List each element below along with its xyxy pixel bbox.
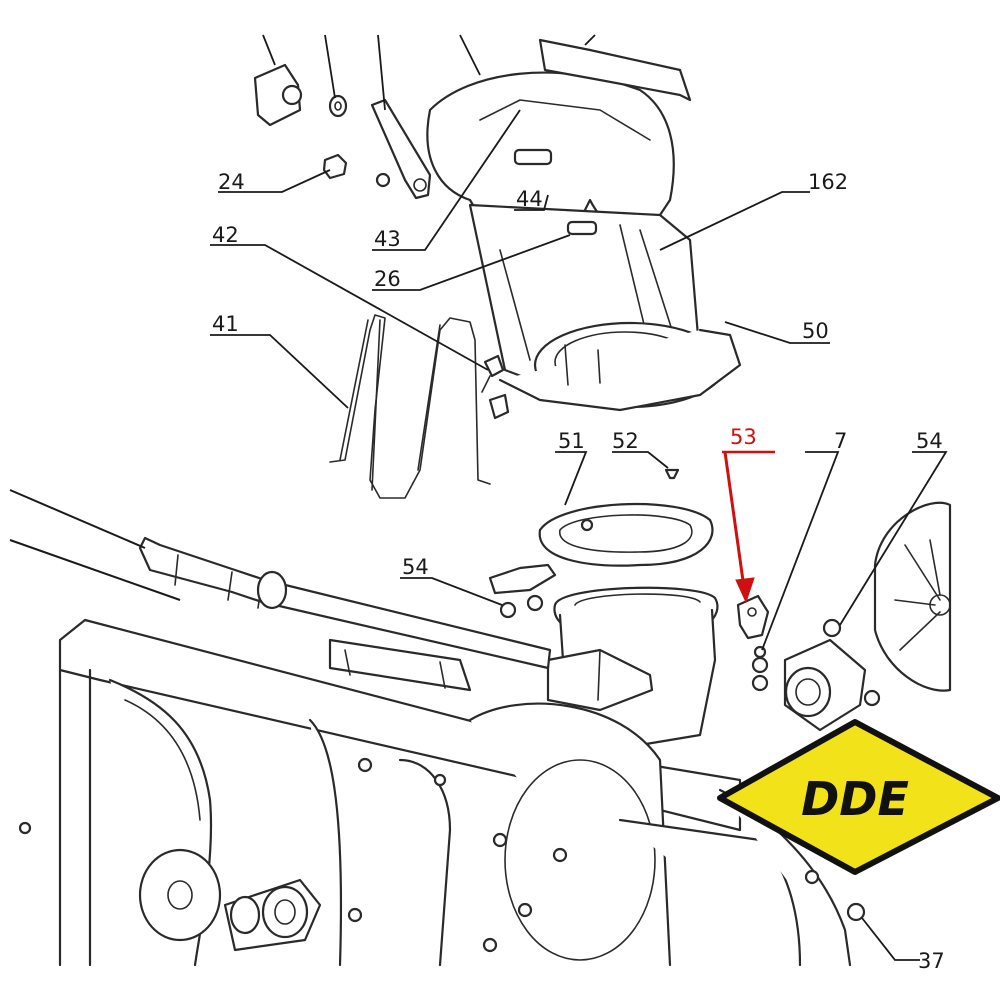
washer-part (328, 94, 348, 118)
bearing-flange (783, 638, 881, 732)
bolt-37 (804, 869, 866, 922)
bracket-part (253, 63, 303, 127)
callout-51: 51 (558, 429, 585, 453)
auger-hub-left (138, 848, 322, 952)
callout-52: 52 (612, 429, 639, 453)
spring-part-42 (481, 354, 505, 393)
callout-41: 41 (212, 312, 239, 336)
dde-logo: DDE (717, 719, 1000, 875)
clip-part-53 (736, 594, 770, 640)
screw-52 (664, 468, 680, 480)
highlight-53-pointer (722, 450, 775, 604)
nuts-7 (751, 645, 769, 692)
chute-base (546, 586, 719, 747)
nut-part-24 (322, 153, 348, 180)
leader-lines (210, 34, 948, 961)
nut-54-right (822, 618, 842, 638)
auger-housing (58, 618, 852, 967)
nuts-54-left (488, 563, 557, 619)
impeller (873, 501, 952, 692)
callout-54-right: 54 (916, 429, 943, 453)
callout-50: 50 (802, 319, 829, 343)
callout-7: 7 (834, 429, 847, 453)
auger-shaft (138, 536, 552, 670)
callout-37: 37 (918, 949, 945, 973)
lever-part-43 (370, 98, 432, 200)
callout-24: 24 (218, 170, 245, 194)
callout-43: 43 (374, 227, 401, 251)
callout-42: 42 (212, 223, 239, 247)
callout-53: 53 (730, 425, 757, 449)
gasket-51 (538, 502, 714, 567)
callout-162: 162 (808, 170, 848, 194)
callout-26: 26 (374, 267, 401, 291)
callout-44: 44 (516, 187, 543, 211)
rivets (18, 757, 568, 953)
callout-54-left: 54 (402, 555, 429, 579)
dde-logo-text: DDE (801, 772, 909, 826)
deflector-rod-41 (329, 314, 491, 499)
